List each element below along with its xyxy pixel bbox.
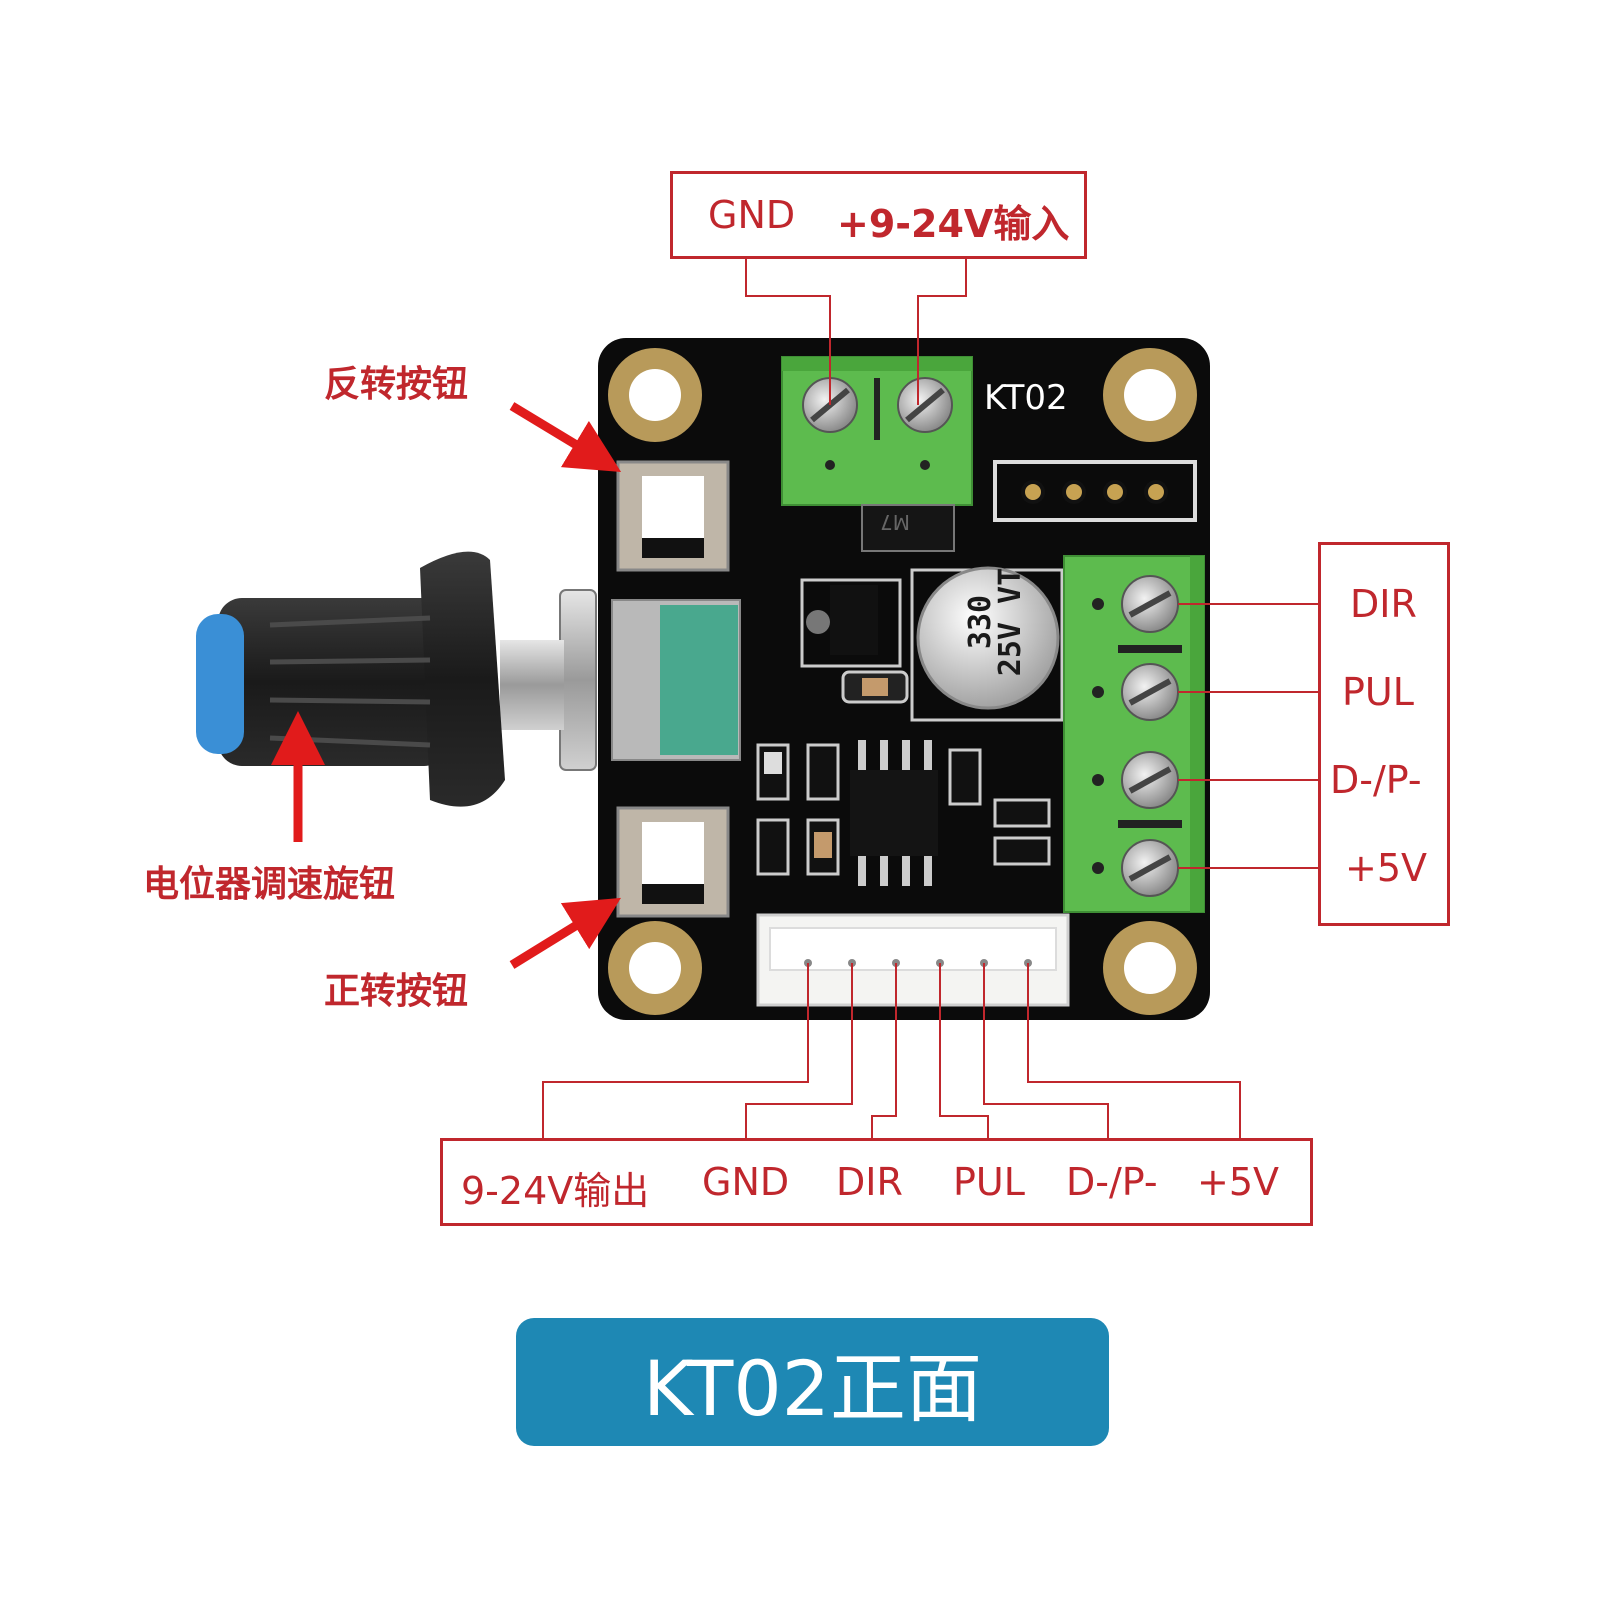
smd-part-6: [993, 798, 1051, 866]
smd-part-3: [756, 818, 790, 876]
diode-m7: [861, 504, 955, 552]
bottom-label-5v: +5V: [1197, 1160, 1280, 1204]
forward-arrow: [509, 897, 621, 969]
potentiometer-body: [500, 589, 741, 771]
pin-header-4: [993, 460, 1197, 522]
forward-button-switch: [616, 806, 730, 918]
smd-part-5: [948, 748, 982, 806]
signal-terminal-block: [1063, 555, 1205, 913]
mounting-hole-bottom-right: [1103, 921, 1197, 1015]
reverse-button-label: 反转按钮: [324, 364, 469, 405]
ic-chip: [850, 740, 938, 886]
output-box: [440, 1138, 1313, 1226]
reverse-button-switch: [616, 460, 730, 572]
transistor: [800, 578, 902, 668]
title-text: KT02正面: [642, 1344, 983, 1433]
bottom-label-gnd: GND: [702, 1160, 790, 1204]
potentiometer-label: 电位器调速旋钮: [143, 864, 396, 905]
mounting-hole-top-right: [1103, 348, 1197, 442]
right-label-5v: +5V: [1345, 846, 1428, 890]
right-leader-lines: [1178, 603, 1320, 869]
output-connector-6pin: [756, 913, 1070, 1007]
reverse-arrow: [509, 402, 622, 472]
bottom-label-pul: PUL: [953, 1160, 1025, 1204]
bottom-label-vout: 9-24V输出: [461, 1169, 650, 1213]
signal-input-box: [1318, 542, 1450, 926]
power-leader-lines: [745, 258, 967, 405]
forward-button-label: 正转按钮: [324, 971, 469, 1012]
power-gnd-label: GND: [708, 193, 796, 237]
power-vin-label: +9-24V输入: [837, 202, 1070, 246]
mounting-hole-bottom-left: [608, 921, 702, 1015]
bottom-label-dir: DIR: [836, 1160, 903, 1204]
capacitor: [910, 566, 1064, 722]
power-terminal-block: [781, 356, 973, 506]
knob: [196, 551, 505, 807]
bottom-leader-lines: [542, 963, 1241, 1140]
title-banner: KT02正面: [516, 1318, 1109, 1446]
mounting-hole-top-left: [608, 348, 702, 442]
right-label-dp: D-/P-: [1330, 758, 1422, 802]
diode-marking: M7: [880, 510, 910, 534]
smd-part-4: [806, 818, 840, 876]
bottom-label-dp: D-/P-: [1066, 1160, 1158, 1204]
smd-part-2: [806, 743, 840, 801]
smd-resistor-1: [841, 670, 909, 704]
smd-led-1: [756, 743, 790, 801]
right-label-dir: DIR: [1350, 582, 1417, 626]
capacitor-marking: 330 25V VT: [963, 567, 1028, 677]
board-model-label: KT02: [984, 378, 1068, 418]
right-label-pul: PUL: [1342, 670, 1414, 714]
power-input-box: [670, 171, 1087, 259]
